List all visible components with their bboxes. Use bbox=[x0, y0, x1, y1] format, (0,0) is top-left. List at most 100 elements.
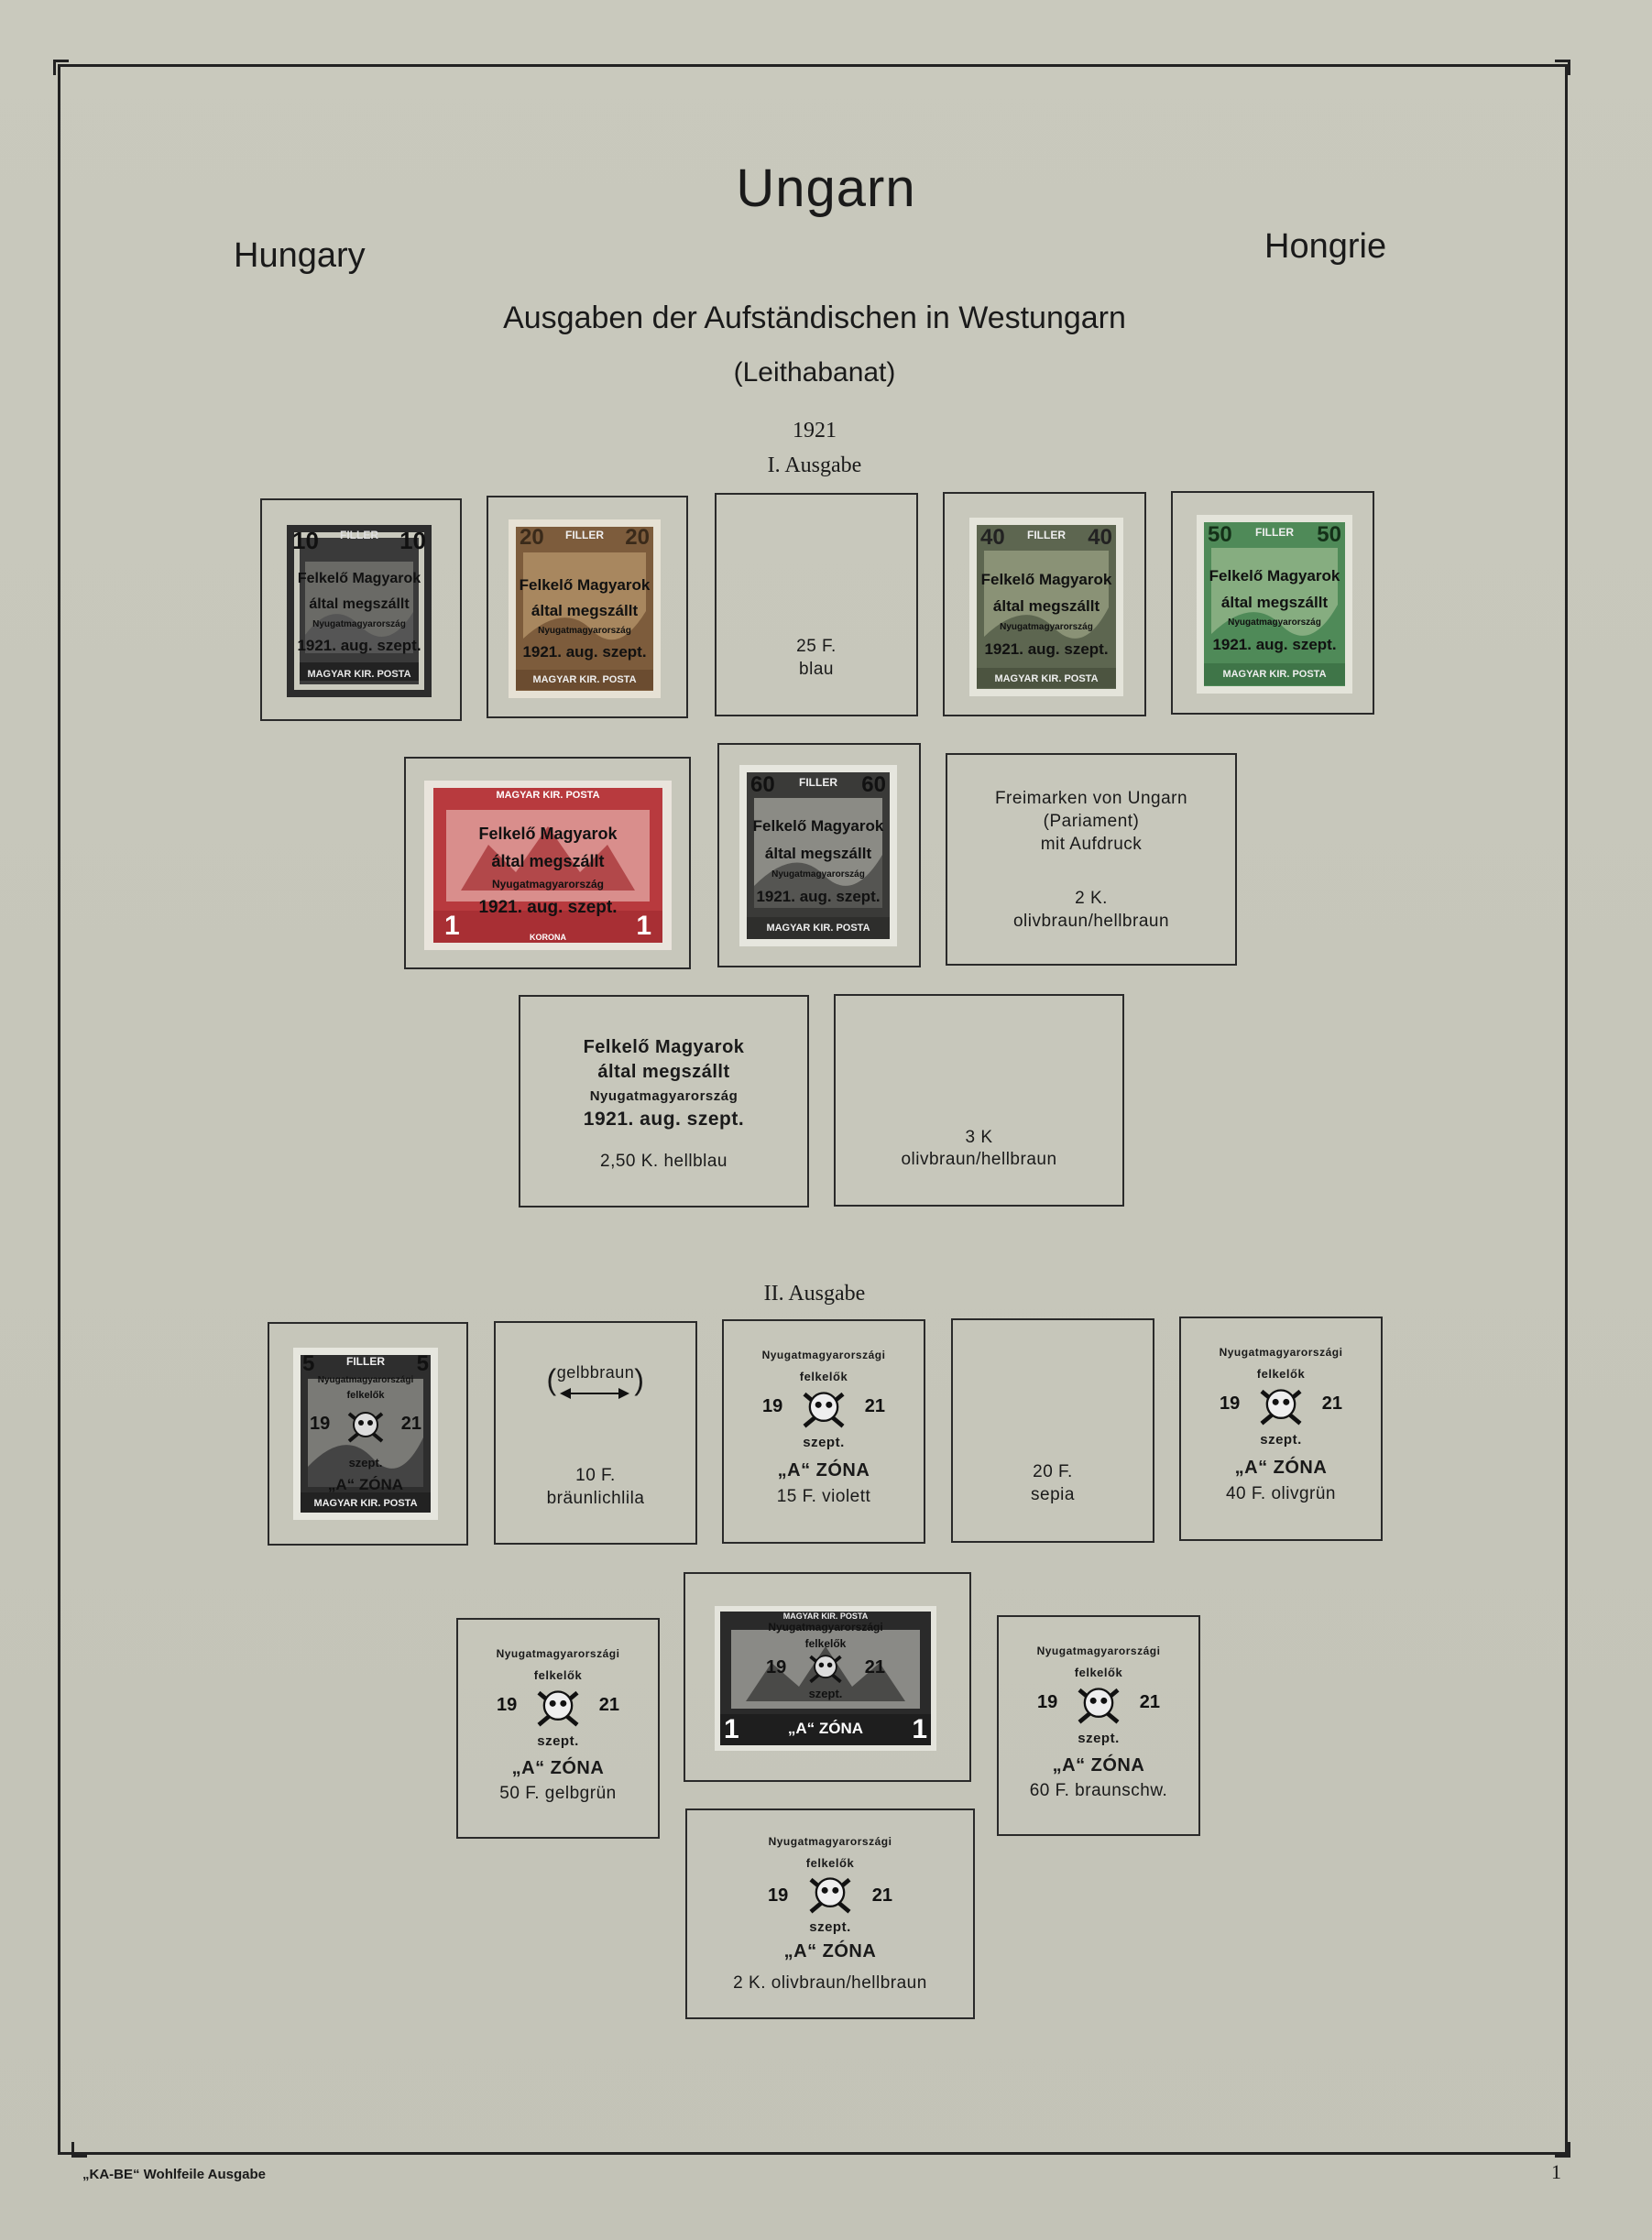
stamp-value-left: 5 bbox=[302, 1351, 315, 1376]
printed-overprint-line-3: Nyugatmagyarország bbox=[589, 1088, 738, 1104]
printed-zone-label: „A“ ZÓNA bbox=[783, 1941, 877, 1961]
stamp-design bbox=[433, 788, 662, 943]
stamp-mount-20f[interactable]: 20 20 FILLER Felkelő Magyarok által megs… bbox=[487, 496, 688, 718]
space-value: 3 K bbox=[965, 1128, 993, 1147]
space-caption: 2 K. olivbraun/hellbraun bbox=[733, 1973, 927, 1993]
overprint-line-2: által megszállt bbox=[992, 597, 1100, 615]
overprint-line-4: 1921. aug. szept. bbox=[478, 898, 618, 917]
empty-space-2k-zone[interactable]: Nyugatmagyarországi felkelők 19 21 szept… bbox=[685, 1808, 975, 2019]
space-caption: 50 F. gelbgrün bbox=[499, 1784, 617, 1803]
space-description-2: (Pariament) bbox=[1043, 812, 1140, 831]
empty-space-2-50k[interactable]: Felkelő Magyarok által megszállt Nyugatm… bbox=[519, 995, 809, 1207]
overprint-line-3: Nyugatmagyarország bbox=[1228, 617, 1321, 628]
skull-crossbones-icon bbox=[1073, 1679, 1124, 1735]
printed-zone-szept: szept. bbox=[1078, 1731, 1120, 1746]
printed-zone-line-2: felkelők bbox=[1074, 1666, 1123, 1679]
stamp-posta-label: MAGYAR KIR. POSTA bbox=[313, 1498, 418, 1509]
empty-space-3k[interactable]: 3 K olivbraun/hellbraun bbox=[834, 994, 1124, 1207]
overprint-zone-szept: szept. bbox=[348, 1456, 383, 1470]
overprint-zone-19: 19 bbox=[310, 1414, 331, 1434]
stamp-1-korona-zone: MAGYAR KIR. POSTA Nyugatmagyarországi fe… bbox=[715, 1606, 936, 1751]
printed-zone-21: 21 bbox=[864, 1396, 885, 1416]
printed-zone-21: 21 bbox=[1321, 1393, 1342, 1414]
empty-space-40f[interactable]: Nyugatmagyarországi felkelők 19 21 szept… bbox=[1179, 1317, 1383, 1541]
overprint-zone-21: 21 bbox=[400, 1414, 421, 1434]
overprint-zone-line-1: Nyugatmagyarországi bbox=[768, 1621, 883, 1634]
empty-space-15f[interactable]: Nyugatmagyarországi felkelők 19 21 szept… bbox=[722, 1319, 925, 1544]
overprint-line-2: által megszállt bbox=[531, 602, 639, 619]
stamp-mount-10f[interactable]: 10 10 FILLER Felkelő Magyarok által megs… bbox=[260, 498, 462, 721]
space-color: olivbraun/hellbraun bbox=[901, 1150, 1057, 1169]
space-caption: 60 F. braunschw. bbox=[1029, 1781, 1168, 1800]
printed-zone-szept: szept. bbox=[809, 1919, 851, 1935]
title-french: Hongrie bbox=[1264, 227, 1387, 266]
stamp-value-right: 40 bbox=[1088, 525, 1112, 550]
overprint-zone-line-2: felkelők bbox=[346, 1390, 385, 1401]
empty-space-20f[interactable]: 20 F. sepia bbox=[951, 1318, 1154, 1543]
printed-zone-szept: szept. bbox=[803, 1435, 845, 1450]
space-value: 20 F. bbox=[1033, 1462, 1073, 1481]
page-border bbox=[58, 64, 1568, 2155]
stamp-design bbox=[516, 527, 653, 691]
space-caption: 2,50 K. hellblau bbox=[600, 1152, 728, 1171]
empty-space-2k[interactable]: Freimarken von Ungarn (Pariament) mit Au… bbox=[946, 753, 1237, 966]
stamp-design bbox=[720, 1612, 931, 1745]
stamp-value-left: 20 bbox=[520, 525, 544, 550]
stamp-mount-1k-zone[interactable]: MAGYAR KIR. POSTA Nyugatmagyarországi fe… bbox=[684, 1572, 971, 1782]
stamp-mount-5f[interactable]: 5 5 FILLER Nyugatmagyarországi felkelők … bbox=[268, 1322, 468, 1546]
page-subtitle-region: (Leithabanat) bbox=[733, 357, 896, 388]
stamp-value-right: 10 bbox=[399, 527, 426, 554]
empty-space-25f[interactable]: 25 F. blau bbox=[715, 493, 918, 716]
overprint-line-3: Nyugatmagyarország bbox=[312, 619, 406, 629]
page-title: Ungarn bbox=[736, 158, 916, 218]
page-subtitle: Ausgaben der Aufständischen in Westungar… bbox=[503, 300, 1126, 335]
empty-space-10f[interactable]: (gelbbraun) 10 F. bräunlichlila bbox=[494, 1321, 697, 1545]
arrow-left-icon bbox=[560, 1385, 633, 1406]
overprint-zone-line-1: Nyugatmagyarországi bbox=[317, 1375, 414, 1385]
stamp-mount-60f[interactable]: 60 60 FILLER Felkelő Magyarok által megs… bbox=[717, 743, 921, 967]
stamp-design bbox=[1204, 522, 1345, 686]
printed-zone-line-2: felkelők bbox=[805, 1856, 855, 1870]
stamp-value-left: 60 bbox=[750, 772, 775, 797]
space-note: (gelbbraun) bbox=[546, 1362, 645, 1396]
printed-zone-line-1: Nyugatmagyarországi bbox=[761, 1349, 886, 1361]
stamp-mount-1k[interactable]: MAGYAR KIR. POSTA Felkelő Magyarok által… bbox=[404, 757, 691, 969]
stamp-40-filler: 40 40 FILLER Felkelő Magyarok által megs… bbox=[969, 518, 1123, 696]
stamp-value-right: 5 bbox=[416, 1351, 429, 1376]
stamp-filler-label: FILLER bbox=[1027, 529, 1066, 541]
overprint-line-1: Felkelő Magyarok bbox=[297, 571, 421, 586]
empty-space-50f[interactable]: Nyugatmagyarországi felkelők 19 21 szept… bbox=[456, 1618, 660, 1839]
printed-zone-label: „A“ ZÓNA bbox=[511, 1758, 605, 1778]
overprint-line-2: által megszállt bbox=[309, 596, 410, 612]
printed-zone-21: 21 bbox=[871, 1885, 892, 1906]
stamp-posta-label: MAGYAR KIR. POSTA bbox=[994, 673, 1099, 684]
border-corner bbox=[1555, 60, 1570, 75]
stamp-value-left: 1 bbox=[444, 911, 460, 941]
stamp-posta-label: MAGYAR KIR. POSTA bbox=[532, 674, 637, 685]
stamp-filler-label: FILLER bbox=[1255, 526, 1294, 539]
printed-zone-line-1: Nyugatmagyarországi bbox=[768, 1835, 892, 1848]
skull-crossbones-icon bbox=[804, 1869, 856, 1925]
stamp-mount-50f[interactable]: 50 50 FILLER Felkelő Magyarok által megs… bbox=[1171, 491, 1374, 715]
printed-zone-19: 19 bbox=[762, 1396, 783, 1416]
overprint-line-3: Nyugatmagyarország bbox=[1000, 622, 1093, 632]
overprint-line-1: Felkelő Magyarok bbox=[752, 817, 884, 835]
overprint-line-4: 1921. aug. szept. bbox=[522, 643, 647, 661]
stamp-design bbox=[747, 772, 890, 939]
printed-overprint-line-4: 1921. aug. szept. bbox=[583, 1109, 745, 1130]
stamp-posta-label: MAGYAR KIR. POSTA bbox=[496, 790, 600, 801]
overprint-line-1: Felkelő Magyarok bbox=[519, 576, 651, 594]
page-number: 1 bbox=[1551, 2160, 1561, 2183]
stamp-mount-40f[interactable]: 40 40 FILLER Felkelő Magyarok által megs… bbox=[943, 492, 1146, 716]
stamp-filler-label: FILLER bbox=[565, 529, 604, 541]
overprint-line-4: 1921. aug. szept. bbox=[756, 888, 881, 905]
stamp-posta-label: MAGYAR KIR. POSTA bbox=[1222, 669, 1327, 680]
stamp-posta-label: MAGYAR KIR. POSTA bbox=[766, 923, 870, 934]
issue-year: 1921 bbox=[793, 419, 837, 443]
space-caption: 40 F. olivgrün bbox=[1225, 1484, 1336, 1503]
skull-crossbones-icon bbox=[805, 1648, 846, 1693]
stamp-posta-label: MAGYAR KIR. POSTA bbox=[307, 669, 411, 680]
empty-space-60f[interactable]: Nyugatmagyarországi felkelők 19 21 szept… bbox=[997, 1615, 1200, 1836]
printed-zone-21: 21 bbox=[598, 1695, 619, 1715]
